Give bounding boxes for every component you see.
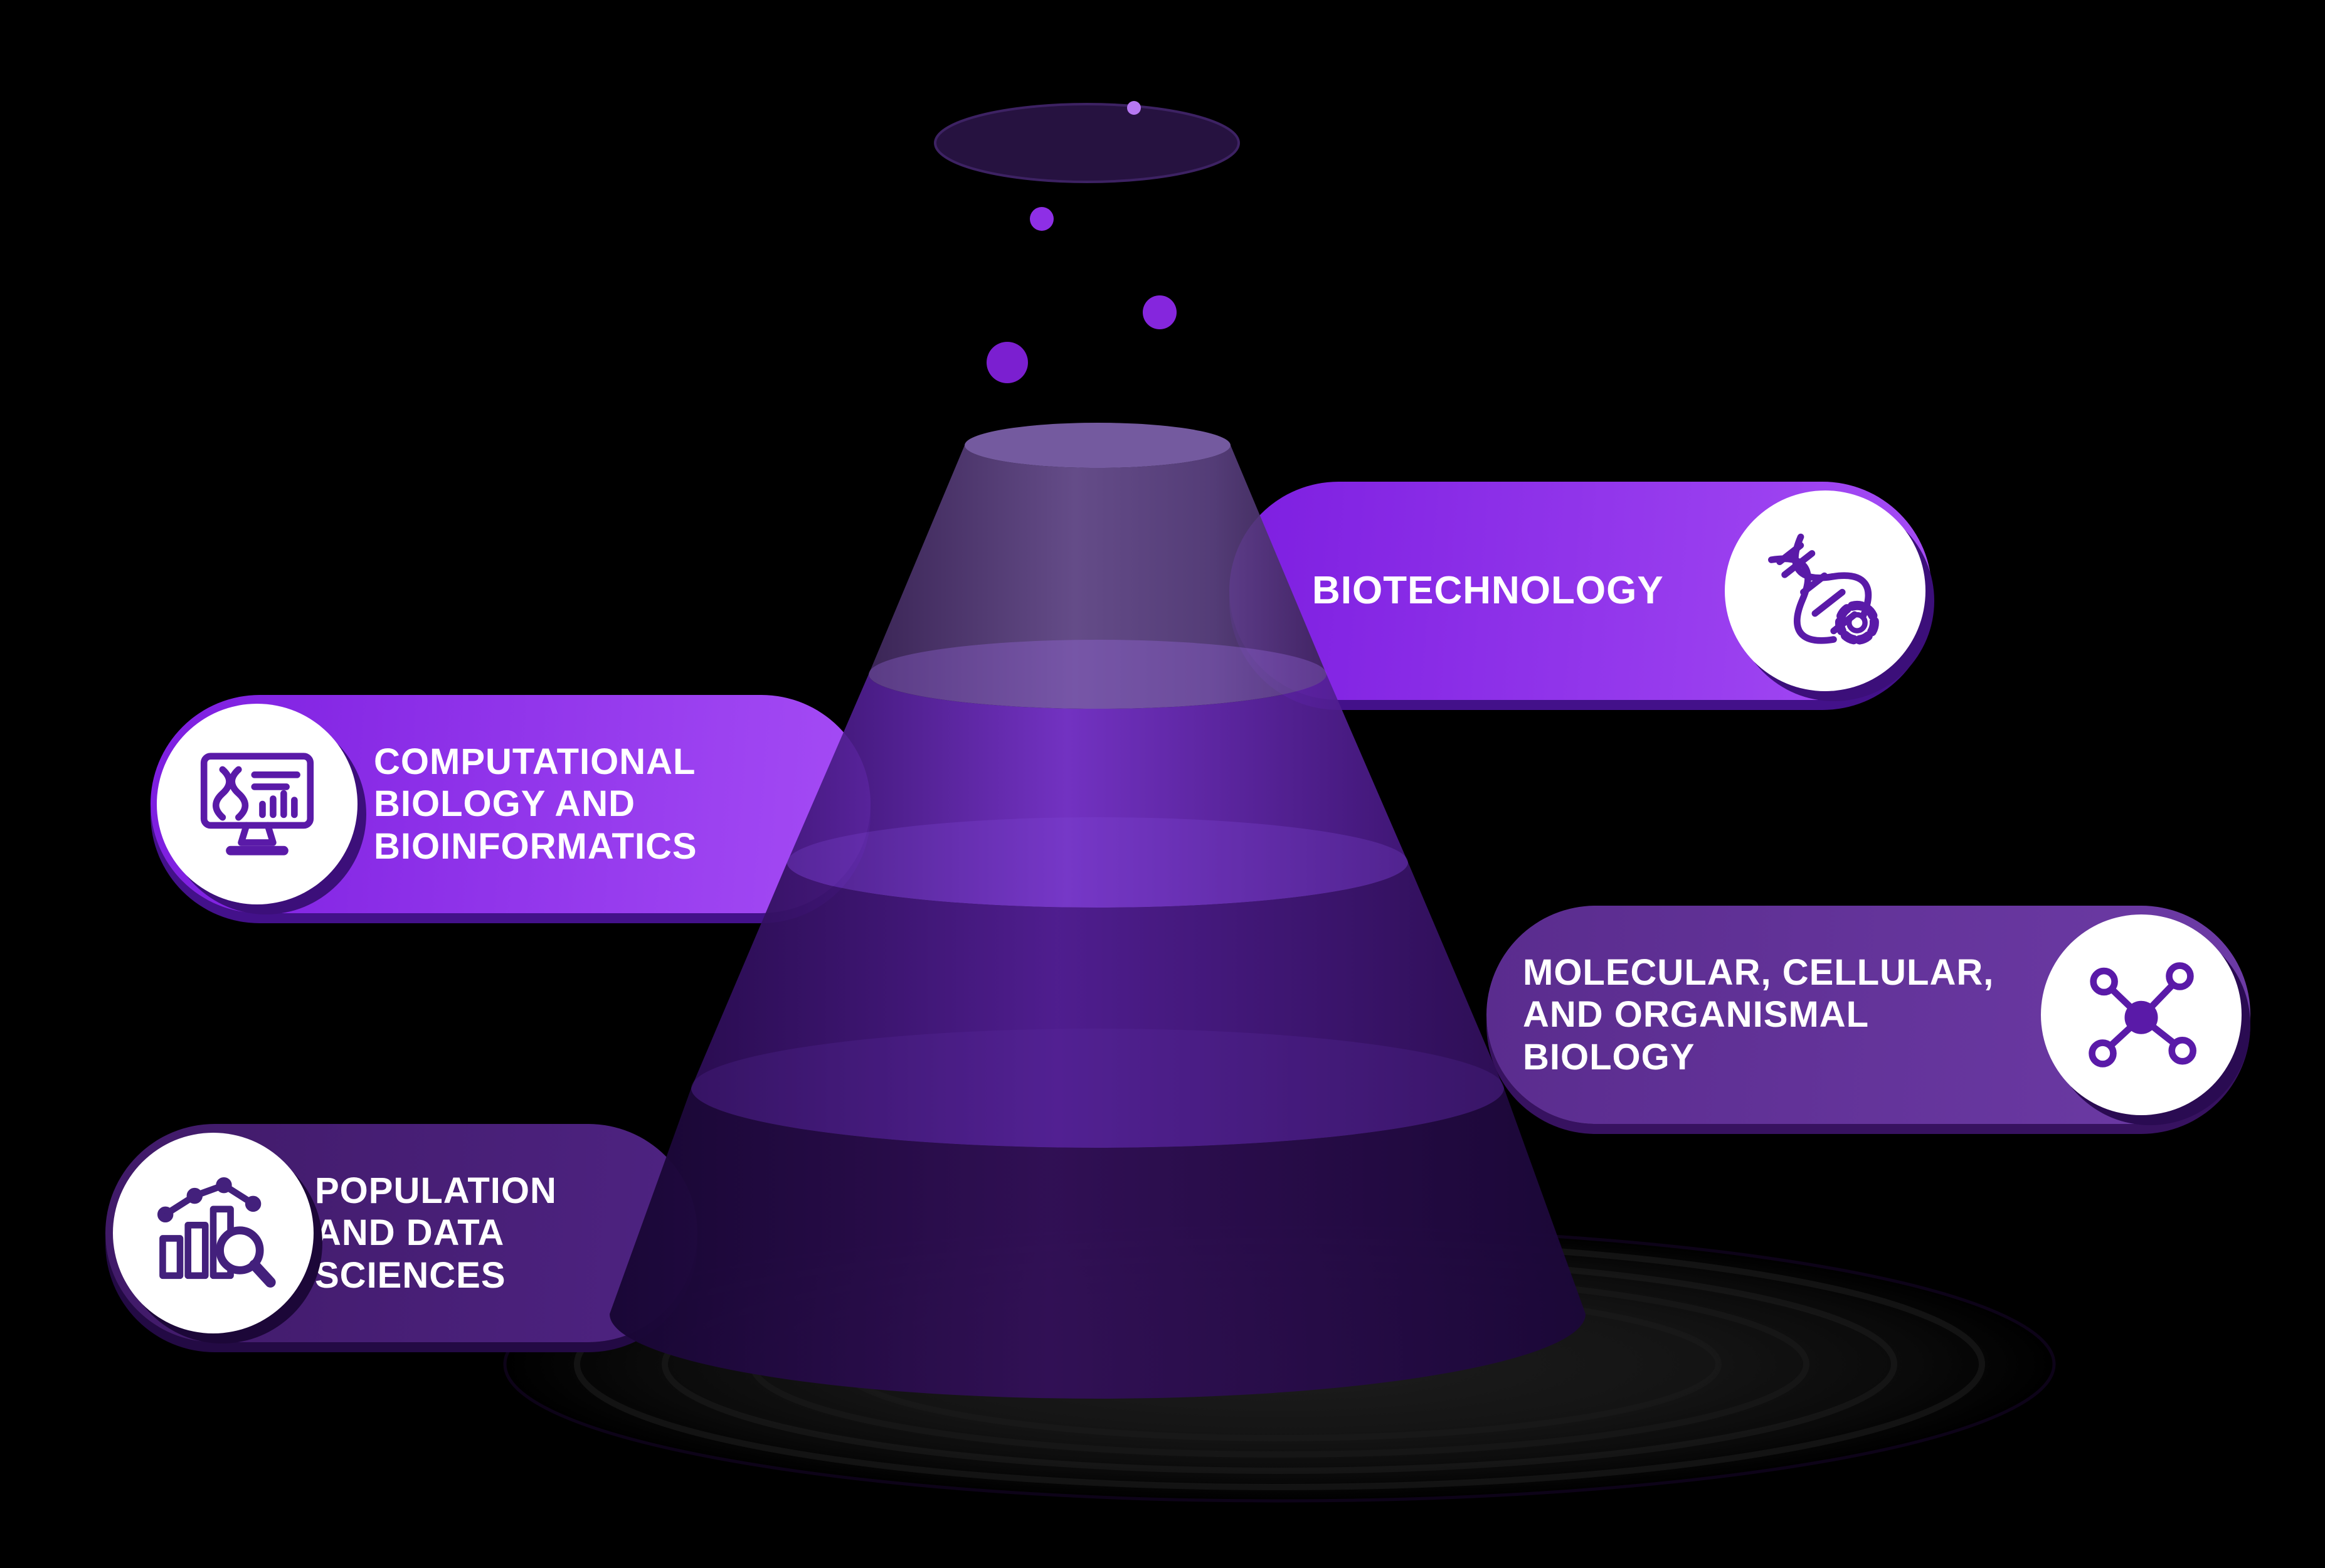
banner-label-line: SCIENCES [315, 1254, 506, 1296]
banner-label-line: BIOLOGY AND [374, 783, 636, 825]
banner-label: MOLECULAR, CELLULAR, AND ORGANISMAL BIOL… [1523, 951, 2250, 1078]
banner-label-line: AND DATA [315, 1212, 505, 1254]
banner-population-data-sciences: POPULATION AND DATA SCIENCES [105, 1124, 697, 1342]
molecule-icon [2041, 914, 2242, 1115]
banner-label-line: COMPUTATIONAL [374, 741, 696, 783]
banner-label: BIOTECHNOLOGY [1312, 568, 1932, 613]
banner-label: POPULATION AND DATA SCIENCES [315, 1170, 697, 1296]
banner-label: COMPUTATIONAL BIOLOGY AND BIOINFORMATICS [374, 741, 871, 867]
banner-label-line: BIOINFORMATICS [374, 825, 697, 867]
banner-label-line: MOLECULAR, CELLULAR, [1523, 952, 1994, 993]
banner-label-line: POPULATION [315, 1170, 557, 1212]
banner-label-line: BIOLOGY [1523, 1036, 1695, 1078]
bar-chart-magnifier-icon [113, 1133, 314, 1333]
banner-label-line: BIOTECHNOLOGY [1312, 569, 1664, 613]
banner-computational-biology: COMPUTATIONAL BIOLOGY AND BIOINFORMATICS [151, 695, 871, 913]
dna-gear-icon [1725, 490, 1925, 691]
banner-label-line: AND ORGANISMAL [1523, 994, 1870, 1036]
banner-molecular-biology: MOLECULAR, CELLULAR, AND ORGANISMAL BIOL… [1486, 906, 2250, 1124]
banner-biotechnology: BIOTECHNOLOGY [1229, 482, 1932, 700]
monitor-dna-icon [157, 704, 357, 904]
